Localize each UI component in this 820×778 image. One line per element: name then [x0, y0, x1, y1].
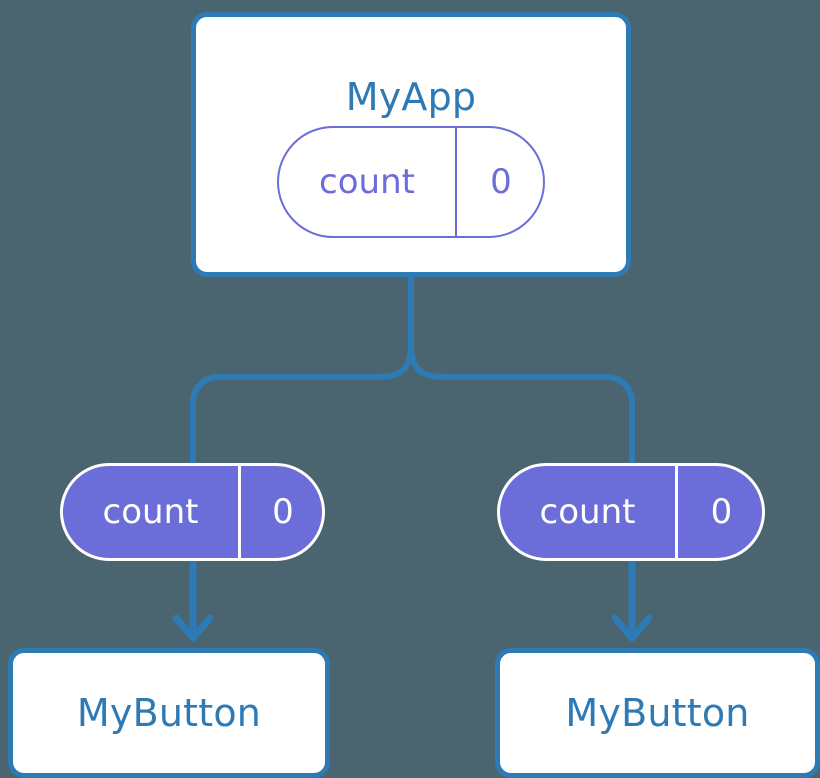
arrow-head-right	[611, 614, 653, 642]
state-pill-left[interactable]: count 0	[60, 463, 325, 561]
state-pill-myapp-key: count	[319, 162, 415, 202]
node-mybutton-left-label: MyButton	[76, 691, 262, 735]
node-mybutton-right[interactable]: MyButton	[495, 648, 820, 778]
state-pill-myapp[interactable]: count 0	[277, 126, 545, 238]
state-pill-right-value: 0	[675, 466, 762, 558]
node-mybutton-left[interactable]: MyButton	[8, 648, 330, 778]
connector-fork-right	[408, 342, 635, 481]
state-pill-right-key: count	[539, 492, 636, 532]
state-pill-left-value: 0	[238, 466, 322, 558]
state-pill-myapp-value: 0	[455, 128, 543, 236]
connector-fork-left	[190, 342, 414, 481]
arrow-head-left	[172, 614, 214, 642]
state-pill-left-key: count	[102, 492, 199, 532]
state-pill-right[interactable]: count 0	[497, 463, 765, 561]
node-mybutton-right-label: MyButton	[565, 691, 750, 735]
node-myapp-label: MyApp	[345, 75, 477, 119]
